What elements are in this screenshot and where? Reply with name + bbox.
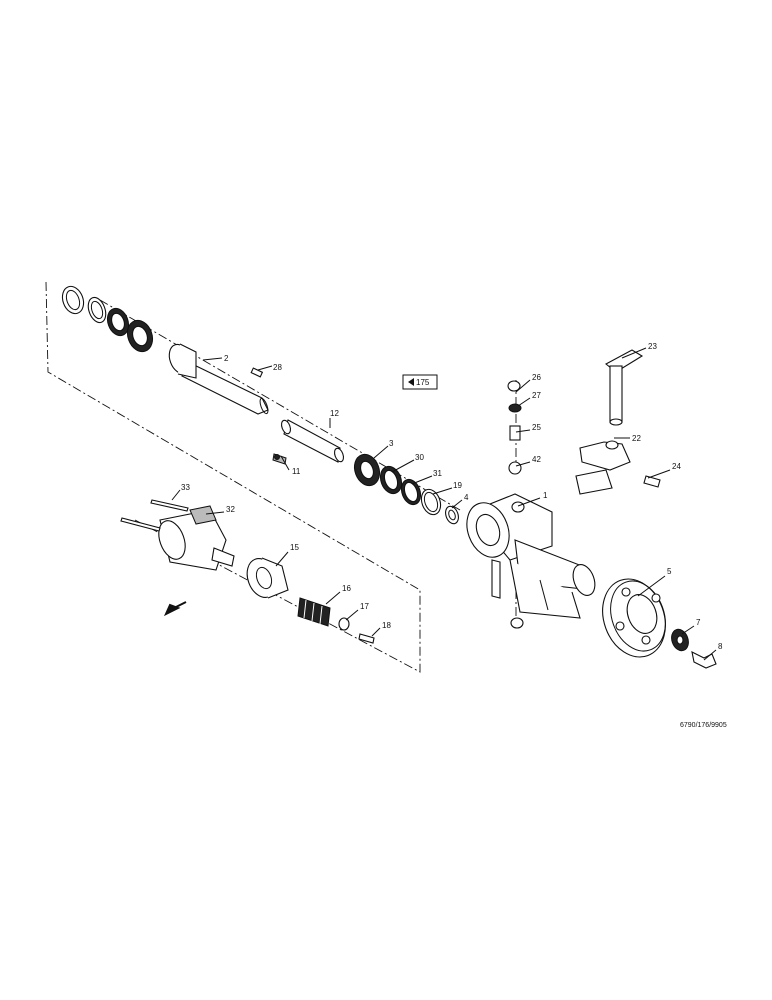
direction-arrow-icon bbox=[163, 601, 187, 617]
screw-part-33 bbox=[150, 499, 189, 512]
circlip-part-19 bbox=[420, 488, 442, 516]
callout-4: 4 bbox=[464, 493, 469, 502]
bushing-part-4 bbox=[445, 505, 459, 525]
callout-31: 31 bbox=[433, 469, 442, 478]
callout-17: 17 bbox=[360, 602, 369, 611]
washer-part-17 bbox=[338, 617, 350, 631]
callout-28: 28 bbox=[273, 363, 282, 372]
callout-22: 22 bbox=[632, 434, 641, 443]
left-triangle-arrow-icon bbox=[408, 378, 414, 386]
circlip bbox=[61, 285, 85, 315]
page-reference-label: 175 bbox=[416, 378, 430, 387]
screw-part-18 bbox=[358, 633, 375, 644]
motor-part-32 bbox=[158, 505, 235, 571]
fork-part-22 bbox=[575, 440, 631, 495]
shim-ring bbox=[87, 296, 107, 324]
callout-32: 32 bbox=[226, 505, 235, 514]
callout-15: 15 bbox=[290, 543, 299, 552]
callout-5: 5 bbox=[667, 567, 672, 576]
bolt-part-25 bbox=[509, 425, 521, 441]
callout-12: 12 bbox=[330, 409, 339, 418]
coupling-part-15 bbox=[246, 557, 289, 599]
callout-24: 24 bbox=[672, 462, 681, 471]
callout-16: 16 bbox=[342, 584, 351, 593]
bearing-left bbox=[126, 319, 154, 353]
callout-2: 2 bbox=[224, 354, 229, 363]
callout-1: 1 bbox=[543, 491, 548, 500]
seal-ring bbox=[106, 307, 130, 337]
callout-3: 3 bbox=[389, 439, 394, 448]
grease-nipple-part-11 bbox=[272, 453, 287, 465]
shaft-part-2 bbox=[168, 343, 269, 415]
callout-30: 30 bbox=[415, 453, 424, 462]
callout-33: 33 bbox=[181, 483, 190, 492]
callout-27: 27 bbox=[532, 391, 541, 400]
pin-part-28 bbox=[250, 367, 264, 378]
nut-part-26 bbox=[507, 380, 521, 392]
callout-26: 26 bbox=[532, 373, 541, 382]
page-reference-box: 175 bbox=[402, 374, 438, 390]
sleeve-part-12 bbox=[280, 419, 345, 463]
callout-8: 8 bbox=[718, 642, 723, 651]
housing-part-1 bbox=[466, 493, 596, 619]
bearing-part-3 bbox=[353, 453, 381, 487]
drawing-code: 6790/176/9905 bbox=[680, 722, 727, 729]
washer-part-7 bbox=[671, 628, 689, 652]
seal-part-30 bbox=[379, 465, 403, 495]
nut-bottom bbox=[510, 617, 524, 629]
callout-42: 42 bbox=[532, 455, 541, 464]
pin-part-24 bbox=[643, 475, 661, 488]
nut-part-42 bbox=[508, 461, 522, 475]
lever-part-23 bbox=[605, 349, 644, 426]
pulley-part-5 bbox=[602, 578, 666, 658]
leader-lines bbox=[171, 347, 717, 661]
callout-25: 25 bbox=[532, 423, 541, 432]
callout-19: 19 bbox=[453, 481, 462, 490]
axis-line bbox=[99, 299, 461, 511]
ring-part-31 bbox=[400, 478, 422, 506]
callout-18: 18 bbox=[382, 621, 391, 630]
callout-7: 7 bbox=[696, 618, 701, 627]
callout-23: 23 bbox=[648, 342, 657, 351]
callout-11: 11 bbox=[292, 467, 301, 476]
screw-left bbox=[120, 517, 161, 532]
spline-shaft-part-16 bbox=[297, 597, 331, 627]
